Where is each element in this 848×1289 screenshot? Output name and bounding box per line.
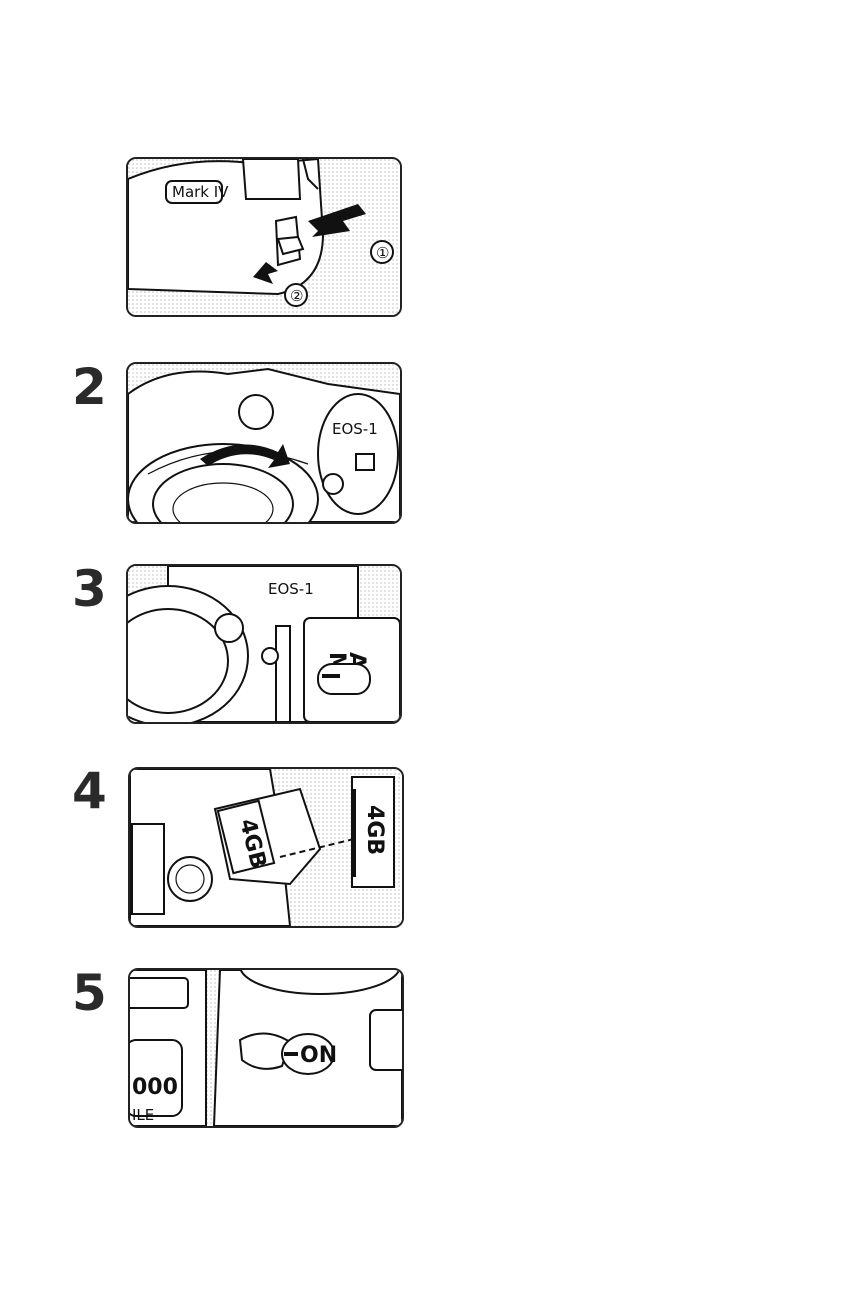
card-label: 4GB [362,805,387,855]
illustration-attach-lens: EOS-1 [126,362,402,524]
lcd-digits: 000 [132,1075,178,1100]
mark-iv-label: Mark IV [172,183,229,201]
model-label: EOS-1 [332,420,378,438]
card-slot-drawing: 4GB 4GB [130,769,402,926]
step-number-2: 2 [72,362,107,412]
illustration-power-switch: 000 ILE ON [128,968,404,1128]
illustration-insert-card: 4GB 4GB [128,767,404,928]
callout-2: ② [290,287,303,305]
battery-release-drawing: Mark IV ① ② [128,159,400,315]
illustration-remove-body-cap: Mark IV ① ② [126,157,402,317]
focus-mode-drawing: EOS-1 AF MF [128,566,400,722]
callout-1: ① [376,244,389,262]
af-mf-switch [318,664,370,694]
step-number-4: 4 [72,766,107,816]
step-number-3: 3 [72,564,107,614]
lcd-file-label: ILE [132,1106,154,1124]
power-switch-drawing: 000 ILE ON [130,970,402,1126]
model-label-3: EOS-1 [268,580,314,598]
grip-texture [276,626,290,722]
index-mark-circle [239,395,273,429]
switch-circle [215,614,243,642]
on-label: ON [300,1043,337,1068]
illustration-focus-switch: EOS-1 AF MF [126,564,402,724]
lens-mount-drawing: EOS-1 [128,364,400,522]
step-number-5: 5 [72,968,107,1018]
